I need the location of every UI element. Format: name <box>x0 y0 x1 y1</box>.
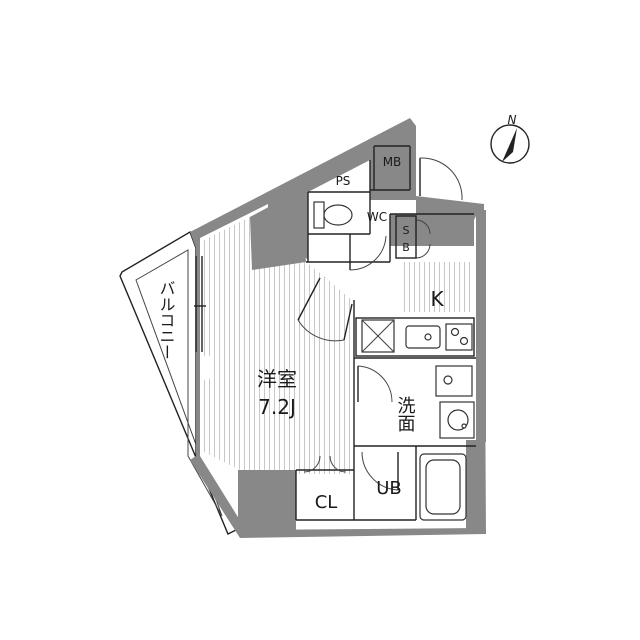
shoe-box <box>395 215 417 259</box>
room-label-pipe-space: PS <box>336 174 351 188</box>
wash-basin <box>439 401 475 439</box>
room-label-balcony: バルコニー <box>157 280 176 360</box>
kitchen-floor-stripes <box>400 262 474 312</box>
room-label-western-name: 洋室 <box>257 367 297 391</box>
washing-machine <box>435 365 473 397</box>
toilet-door <box>349 234 387 271</box>
room-lines <box>295 145 476 521</box>
room-label-kitchen: K <box>430 287 444 311</box>
north-arrow-icon <box>502 128 517 162</box>
room-label-washroom: 洗面 <box>395 396 416 432</box>
washroom-door <box>357 365 393 403</box>
entrance-door <box>419 157 463 201</box>
kitchen-counter <box>355 317 475 357</box>
room-label-closet: CL <box>315 492 338 513</box>
bathtub <box>419 453 467 521</box>
closet-doors <box>303 455 347 473</box>
wall-blocks <box>238 190 486 534</box>
room-label-toilet: WC <box>367 210 387 224</box>
compass <box>490 124 530 164</box>
western-room-floor <box>204 217 354 474</box>
room-label-shoe-box-s: S <box>403 224 410 237</box>
western-room-door <box>297 277 353 342</box>
shoe-box-door <box>415 219 431 259</box>
room-label-unit-bath: UB <box>376 478 402 499</box>
floor-area <box>200 160 480 530</box>
room-label-western-size: 7.2J <box>258 395 296 419</box>
compass-north-label: N <box>508 113 517 127</box>
room-label-shoe-box-b: B <box>402 241 410 254</box>
toilet-fixture <box>313 201 353 229</box>
room-label-meter-box: MB <box>383 155 402 169</box>
balcony-window <box>194 256 206 352</box>
bath-door <box>361 451 399 491</box>
